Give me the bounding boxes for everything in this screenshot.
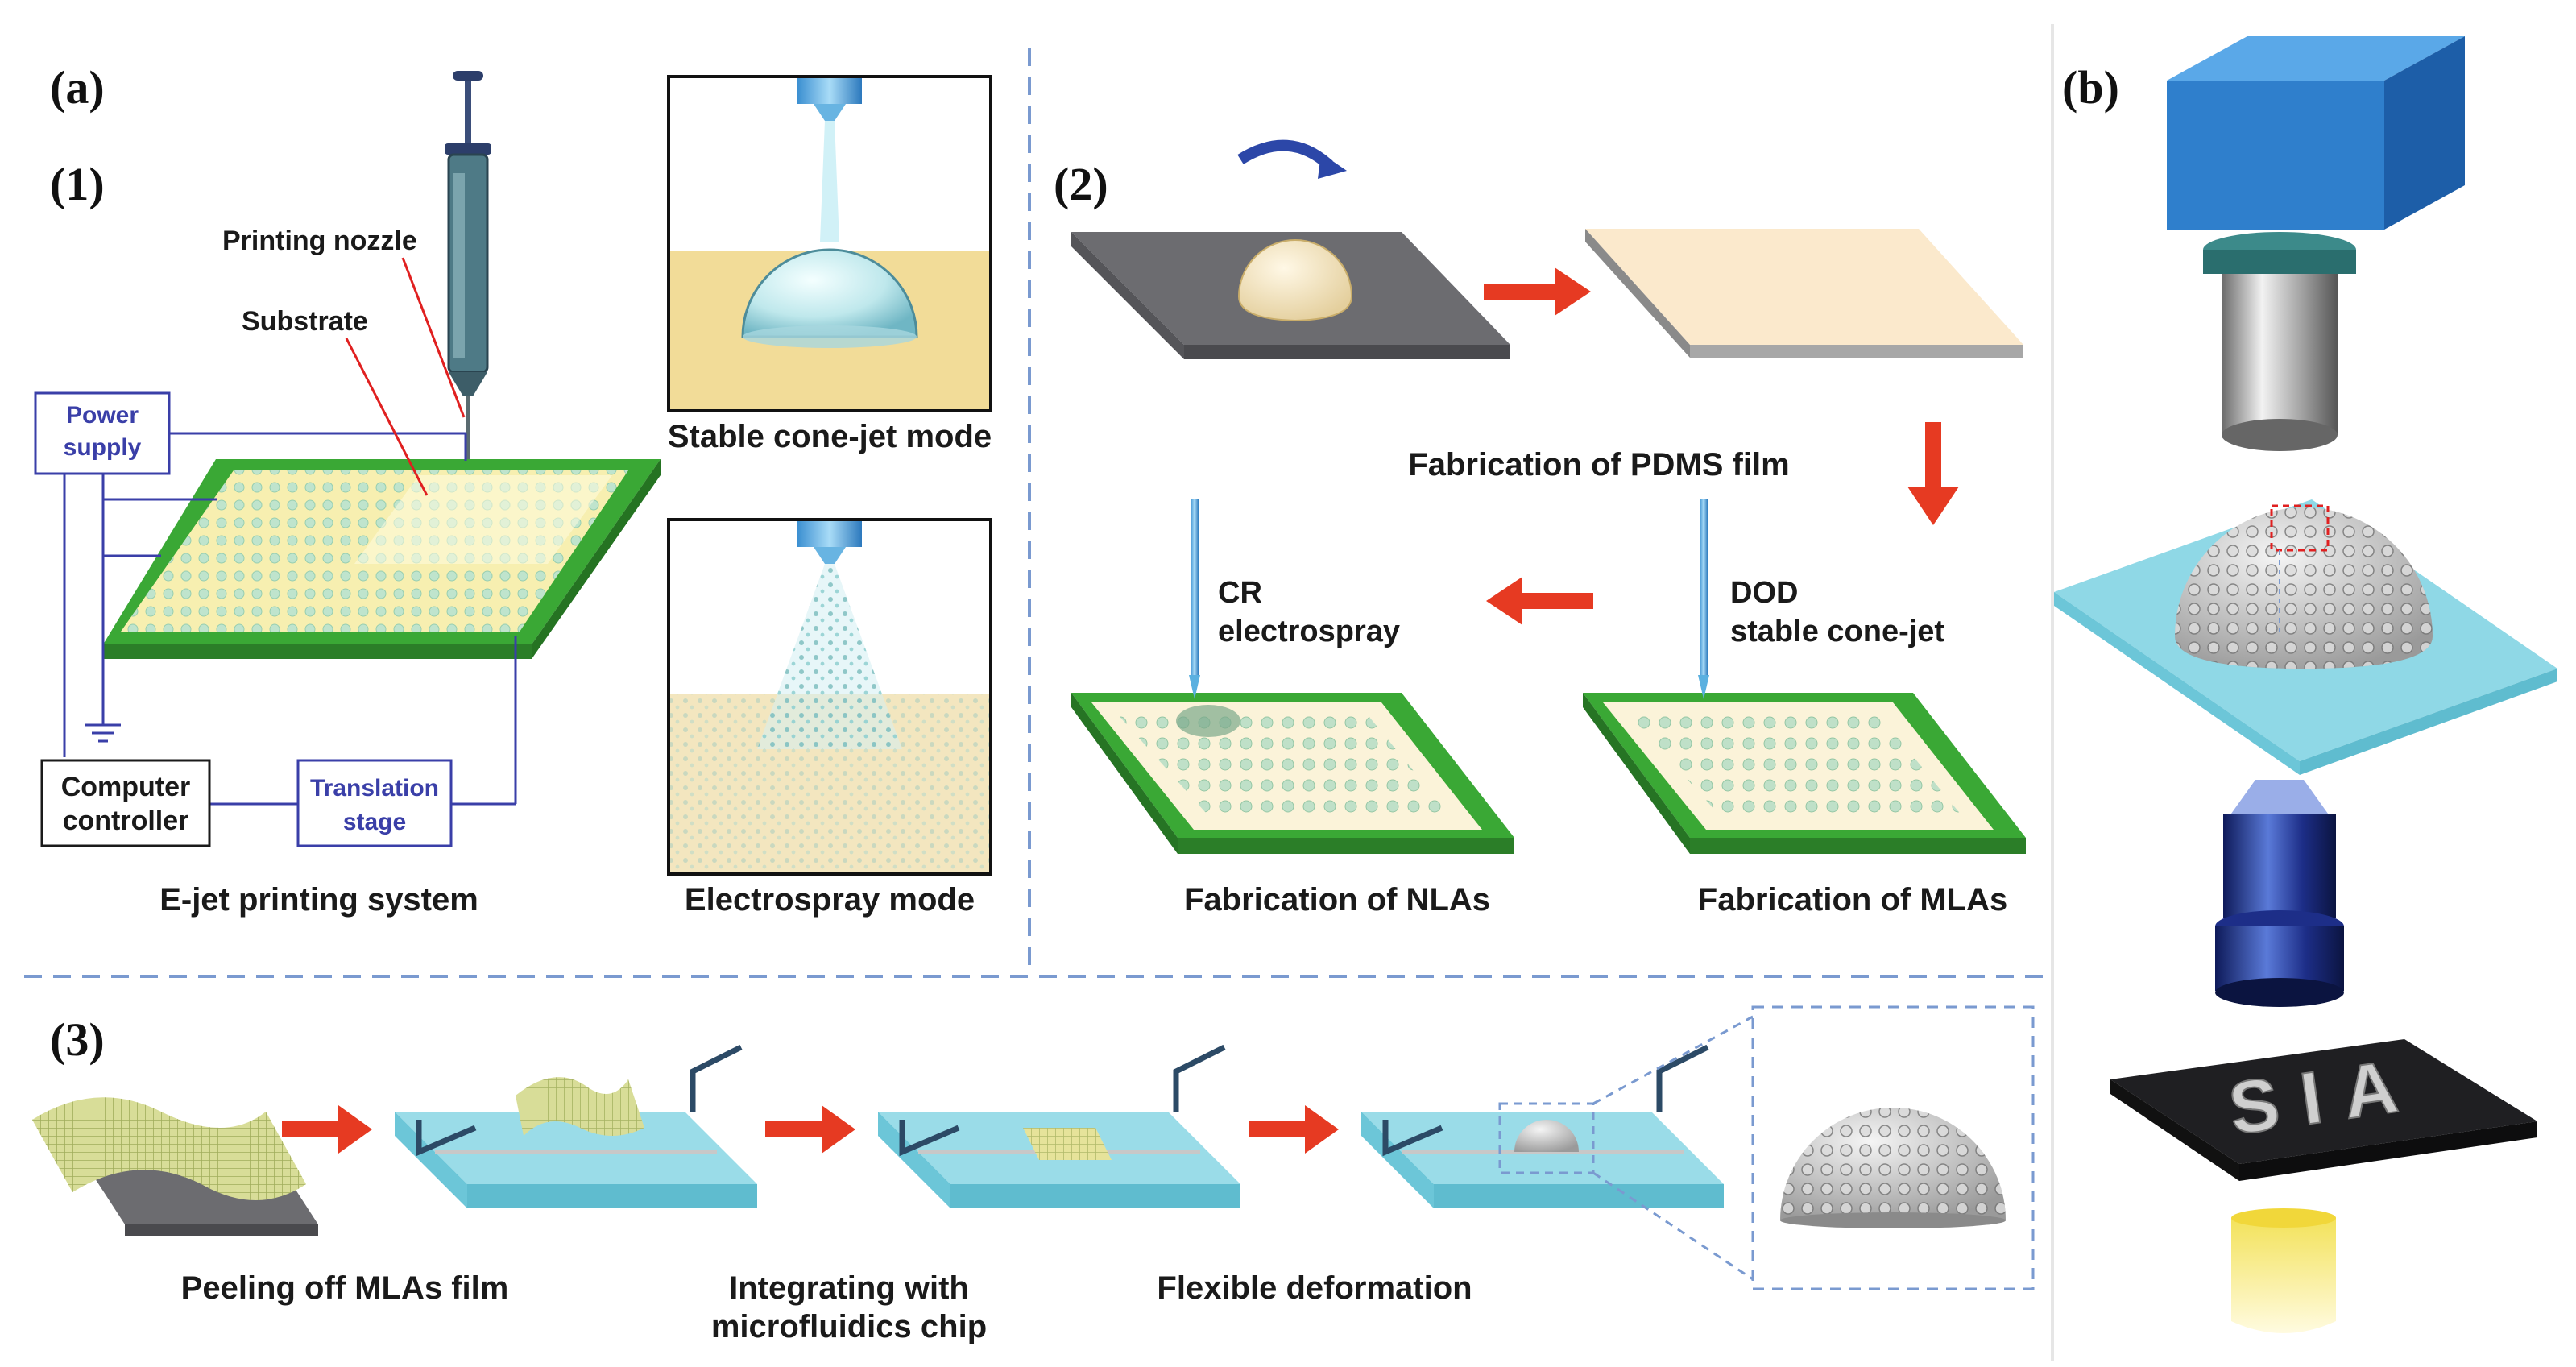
cone-jet-stream (820, 121, 839, 242)
flex-caption: Flexible deformation (1157, 1270, 1472, 1306)
cr-label-2: electrospray (1218, 615, 1400, 648)
nla-caption: Fabrication of NLAs (1184, 882, 1490, 918)
cr-label-1: CR (1218, 576, 1262, 610)
control-wires (63, 432, 517, 806)
microfluidic-chip-1 (395, 1044, 757, 1208)
electrospray-mode-caption: Electrospray mode (685, 882, 975, 918)
translation-stage-label-2: stage (343, 809, 406, 835)
power-supply-box (34, 391, 171, 475)
mla-caption: Fabrication of MLAs (1698, 882, 2007, 918)
substrate-label: Substrate (242, 306, 368, 337)
nozzle-icon (797, 78, 862, 121)
light-source-icon (2231, 1208, 2336, 1333)
left-arrow-icon (1486, 577, 1593, 625)
panel-label-2: (2) (1054, 158, 1108, 210)
panel-dividers (24, 24, 2054, 1361)
objective-lens-icon (2215, 780, 2344, 1007)
integrate-caption-2: microfluidics chip (711, 1309, 987, 1344)
computer-controller-label-1: Computer (61, 772, 191, 802)
substrate-pointer (345, 338, 429, 496)
right-arrow-icon (1249, 1105, 1339, 1154)
rotate-arrow-icon (1237, 139, 1333, 170)
peeling-film-step (32, 1097, 318, 1236)
hemisphere-sample (2054, 499, 2557, 775)
printing-nozzle-label: Printing nozzle (222, 226, 417, 256)
droplet-icon (741, 248, 918, 338)
translation-stage-label-1: Translation (310, 775, 439, 802)
panel-label-b: (b) (2062, 61, 2119, 114)
target-slide: SIA (2110, 1039, 2537, 1181)
spin-coating-step (1071, 139, 1510, 359)
nozzle-icon (1191, 499, 1199, 677)
nla-fabrication-board (1071, 499, 1514, 854)
camera-icon (2167, 36, 2465, 451)
flexible-deformation-process: Peeling off MLAs film Integrating with m… (32, 1005, 2035, 1344)
hemisphere-lens-icon (1514, 1120, 1579, 1152)
stable-mode-caption: Stable cone-jet mode (668, 419, 992, 454)
imaging-setup: SIA (2054, 36, 2557, 1333)
right-arrow-icon (282, 1105, 372, 1154)
syringe-icon (445, 71, 491, 461)
panel-label-3: (3) (50, 1013, 105, 1066)
nozzle-icon (797, 521, 862, 547)
panel-label-a: (a) (50, 61, 105, 114)
pdms-film (1585, 229, 2023, 358)
dod-label-2: stable cone-jet (1730, 615, 1944, 648)
printing-substrate (103, 459, 661, 659)
power-supply-label-2: supply (64, 434, 142, 461)
mla-fabrication-board (1583, 499, 2026, 854)
dod-label-1: DOD (1730, 576, 1798, 610)
printing-nozzle-pointer (401, 257, 466, 418)
fabrication-process: Fabrication of PDMS film DOD stable cone… (1071, 139, 2026, 918)
stable-cone-jet-mode-panel: Stable cone-jet mode (667, 75, 992, 454)
panel-label-1: (1) (50, 158, 105, 210)
down-arrow-icon (1907, 422, 1959, 525)
ground-icon (85, 723, 121, 743)
ejet-printing-system: Power supply Computer controller Transla… (34, 71, 661, 918)
computer-controller-label-2: controller (63, 806, 189, 836)
peel-caption: Peeling off MLAs film (181, 1270, 509, 1306)
pdms-caption: Fabrication of PDMS film (1408, 447, 1789, 483)
microfluidic-chip-2 (878, 1044, 1240, 1208)
electrospray-mode-panel: Electrospray mode (667, 518, 992, 918)
ejet-system-caption: E-jet printing system (159, 882, 478, 918)
nozzle-icon (1700, 499, 1708, 677)
power-supply-label-1: Power (66, 402, 139, 429)
translation-stage-box (296, 759, 453, 847)
zoomed-hemisphere-panel (1751, 1005, 2035, 1290)
right-arrow-icon (765, 1105, 855, 1154)
integrate-caption-1: Integrating with (729, 1270, 969, 1306)
right-arrow-icon (1484, 267, 1591, 316)
computer-controller-box (40, 759, 211, 847)
microfluidic-chip-3 (1361, 1044, 1724, 1208)
